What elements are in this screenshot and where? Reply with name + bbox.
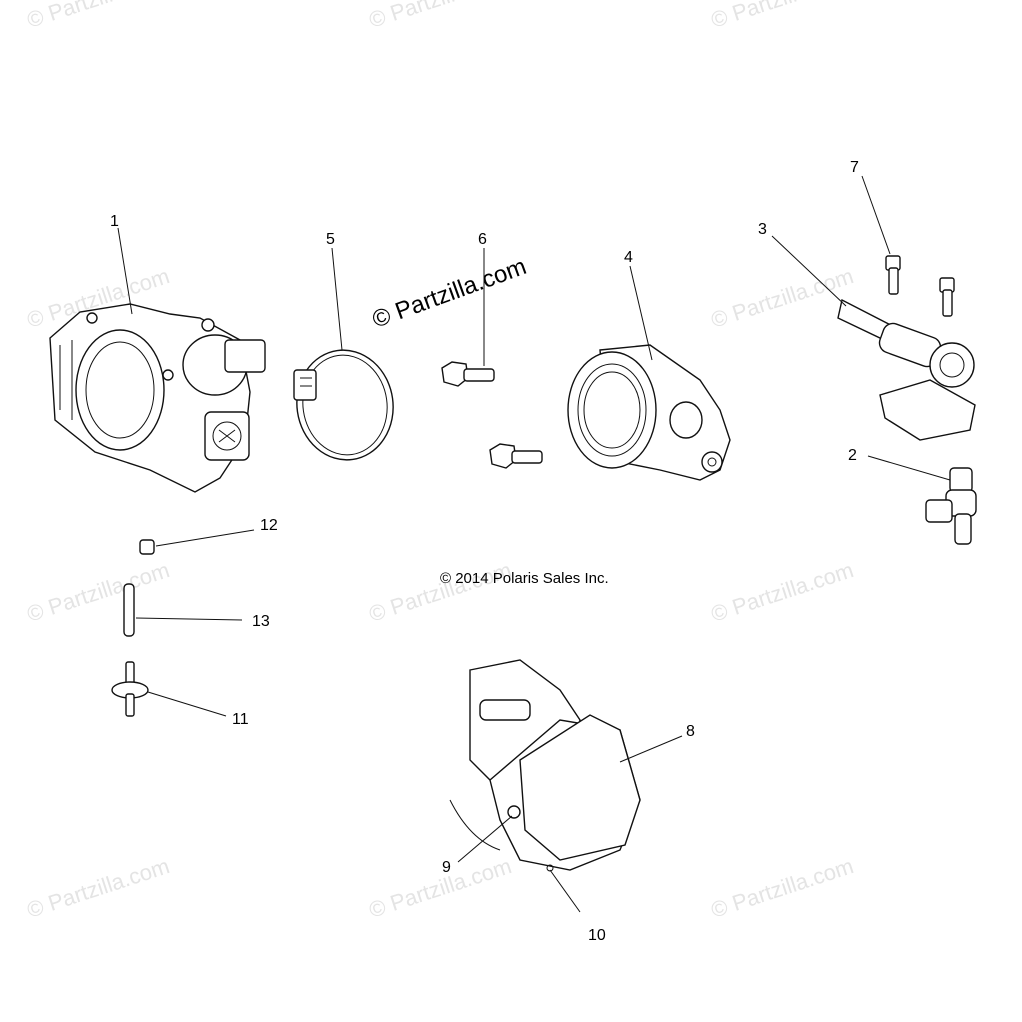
leader-13 — [135, 617, 243, 621]
callout-5: 5 — [326, 231, 335, 248]
fuel-rail — [837, 298, 976, 441]
rail-bolts — [885, 255, 955, 317]
callout-labels: 1 2 3 4 5 6 7 8 9 10 11 12 13 — [110, 159, 859, 944]
callout-11: 11 — [232, 711, 249, 728]
leader-1 — [117, 227, 133, 315]
callout-6: 6 — [478, 231, 487, 248]
hose-clamp — [293, 349, 394, 461]
partzilla-watermark: © Partzilla.com — [369, 253, 530, 334]
plug — [139, 539, 155, 555]
flange-bolts — [441, 361, 543, 469]
leader-5 — [331, 247, 343, 351]
throttle-body-assembly — [49, 303, 266, 493]
callout-1: 1 — [110, 213, 119, 230]
watermark-text: © Partzilla.com — [708, 0, 857, 33]
callout-12: 12 — [260, 517, 278, 534]
watermark-text: © Partzilla.com — [366, 0, 515, 33]
watermark-text: © Partzilla.com — [24, 853, 173, 923]
callout-7: 7 — [850, 159, 859, 176]
callout-9: 9 — [442, 859, 451, 876]
callout-10: 10 — [588, 927, 606, 944]
callout-13: 13 — [252, 613, 270, 630]
intake-adapter — [567, 344, 731, 481]
copyright-credit: © 2014 Polaris Sales Inc. — [440, 570, 609, 587]
leader-11 — [147, 691, 227, 717]
leader-4 — [629, 265, 653, 361]
leader-3 — [771, 235, 847, 307]
leader-9 — [457, 815, 513, 863]
leader-10 — [549, 869, 581, 913]
leader-12 — [155, 529, 255, 547]
actuator-assembly — [449, 659, 641, 872]
leader-7 — [861, 175, 891, 255]
watermark-text: © Partzilla.com — [708, 557, 857, 627]
leader-8 — [619, 735, 683, 763]
callout-3: 3 — [758, 221, 767, 238]
vent-valve — [111, 661, 149, 717]
tube — [123, 583, 135, 637]
leader-lines — [117, 175, 951, 913]
fuel-injector — [925, 467, 977, 545]
watermark-text: © Partzilla.com — [366, 853, 515, 923]
watermark-text: © Partzilla.com — [24, 557, 173, 627]
leader-2 — [867, 455, 951, 481]
watermark-text: © Partzilla.com — [708, 263, 857, 333]
watermark-text: © Partzilla.com — [24, 0, 173, 33]
callout-8: 8 — [686, 723, 695, 740]
watermark-text: © Partzilla.com — [366, 557, 515, 627]
callout-2: 2 — [848, 447, 857, 464]
callout-4: 4 — [624, 249, 633, 266]
watermark-text: © Partzilla.com — [708, 853, 857, 923]
